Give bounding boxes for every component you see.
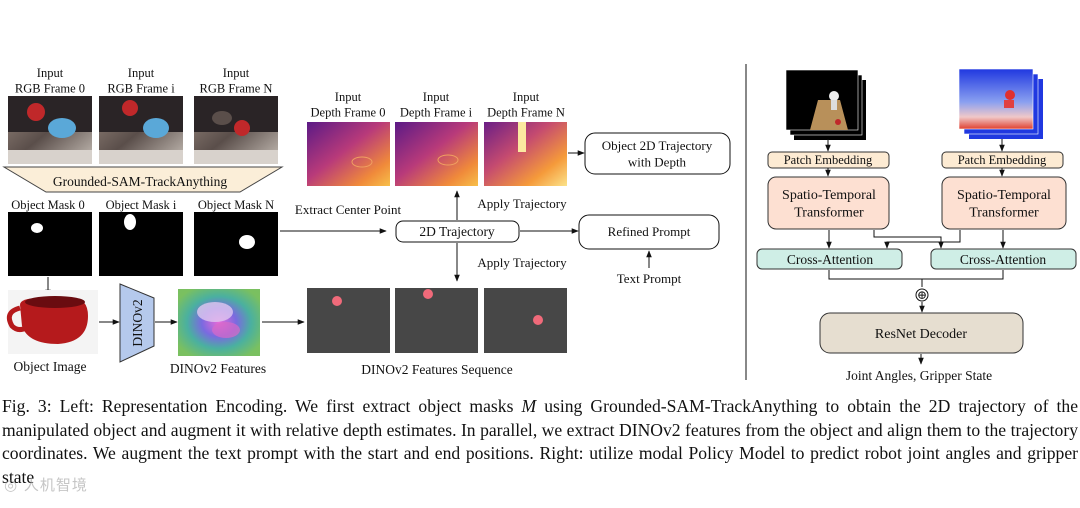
watermark: ◎ 人机智境 — [4, 476, 88, 494]
depth-frame-n-image — [484, 122, 567, 186]
dinov2-features-image — [178, 289, 260, 356]
dinov2-features-sequence-label: DINOv2 Features Sequence — [361, 362, 512, 377]
patch-embedding-left-label: Patch Embedding — [784, 153, 873, 167]
object-mask-i-label: Object Mask i — [106, 198, 177, 212]
object-image — [6, 290, 98, 354]
features-sequence-frame-0 — [307, 288, 390, 353]
extract-center-point-label: Extract Center Point — [295, 202, 402, 217]
grounded-sam-label: Grounded-SAM-TrackAnything — [53, 174, 227, 189]
caption-math-m: M — [521, 396, 537, 416]
refined-prompt-label: Refined Prompt — [608, 224, 691, 239]
text-prompt-label: Text Prompt — [617, 271, 682, 286]
patch-embedding-right-label: Patch Embedding — [958, 153, 1047, 167]
arrow-stt-left-cross — [873, 230, 944, 249]
object-mask-0-label: Object Mask 0 — [11, 198, 85, 212]
stt-left-box — [767, 176, 890, 230]
sum-node — [915, 288, 929, 302]
arrow-stt-right-cross — [884, 230, 961, 249]
merge-lines — [828, 270, 1004, 287]
cross-attention-right-label: Cross-Attention — [960, 252, 1046, 267]
object-2d-trajectory-depth-box — [584, 132, 731, 175]
cross-attention-left-label: Cross-Attention — [787, 252, 873, 267]
output-label: Joint Angles, Gripper State — [846, 368, 992, 383]
dinov2-encoder — [119, 283, 155, 363]
object-mask-n-label: Object Mask N — [198, 198, 274, 212]
resnet-decoder-label: ResNet Decoder — [875, 327, 967, 342]
depth-frame-0-image — [307, 122, 390, 186]
dinov2-label: DINOv2 — [130, 299, 145, 346]
caption-part1: Left: Representation Encoding. We first … — [59, 396, 514, 416]
resnet-decoder-box — [819, 312, 1024, 354]
depth-frame-i-image — [395, 122, 478, 186]
rgb-frame-i-image — [99, 96, 183, 164]
features-sequence-frame-n — [484, 288, 567, 353]
object-image-label: Object Image — [13, 359, 86, 374]
trajectory-2d-label: 2D Trajectory — [419, 224, 495, 239]
features-sequence-frame-i — [395, 288, 478, 353]
rgb-frame-n-image — [194, 96, 278, 164]
refined-prompt-box — [578, 214, 720, 250]
trajectory-2d-box — [395, 220, 520, 243]
cross-attention-right-box — [930, 248, 1077, 270]
object-mask-n-image — [194, 212, 278, 276]
grounded-sam-banner — [2, 166, 284, 193]
stt-right-box — [941, 176, 1067, 230]
apply-trajectory-upper-label: Apply Trajectory — [477, 196, 567, 211]
caption-part2: using Grounded-SAM-TrackAnything to obta… — [2, 396, 1079, 487]
cross-attention-left-box — [756, 248, 903, 270]
caption-label: Fig. 3: — [2, 396, 52, 416]
object-mask-i-image — [99, 212, 183, 276]
sum-symbol: ⊕ — [917, 288, 927, 302]
rgb-frame-stack — [785, 69, 866, 140]
apply-trajectory-lower-label: Apply Trajectory — [477, 255, 567, 270]
depth-frame-stack — [958, 68, 1043, 139]
object-mask-0-image — [8, 212, 92, 276]
rgb-frame-0-image — [8, 96, 92, 164]
figure-caption: Fig. 3: Left: Representation Encoding. W… — [2, 395, 1078, 489]
dinov2-features-label: DINOv2 Features — [170, 361, 266, 376]
